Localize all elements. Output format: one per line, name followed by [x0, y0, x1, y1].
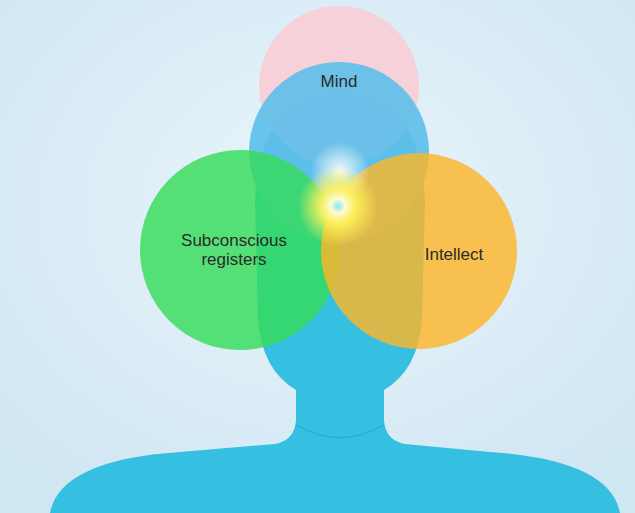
subconscious-circle: Subconscious registers: [140, 150, 340, 350]
circle-outline: [321, 153, 517, 349]
circle-label: Mind: [321, 72, 358, 91]
yellow-glow: [298, 166, 378, 246]
collar-line: [296, 425, 384, 438]
circle-label: Subconscious registers: [169, 231, 299, 269]
circle-fill: [321, 153, 517, 349]
white-glow: [310, 142, 370, 202]
circle-fill: [140, 150, 340, 350]
intellect-circle: Intellect: [321, 153, 517, 349]
circle-label: Intellect: [425, 245, 484, 264]
